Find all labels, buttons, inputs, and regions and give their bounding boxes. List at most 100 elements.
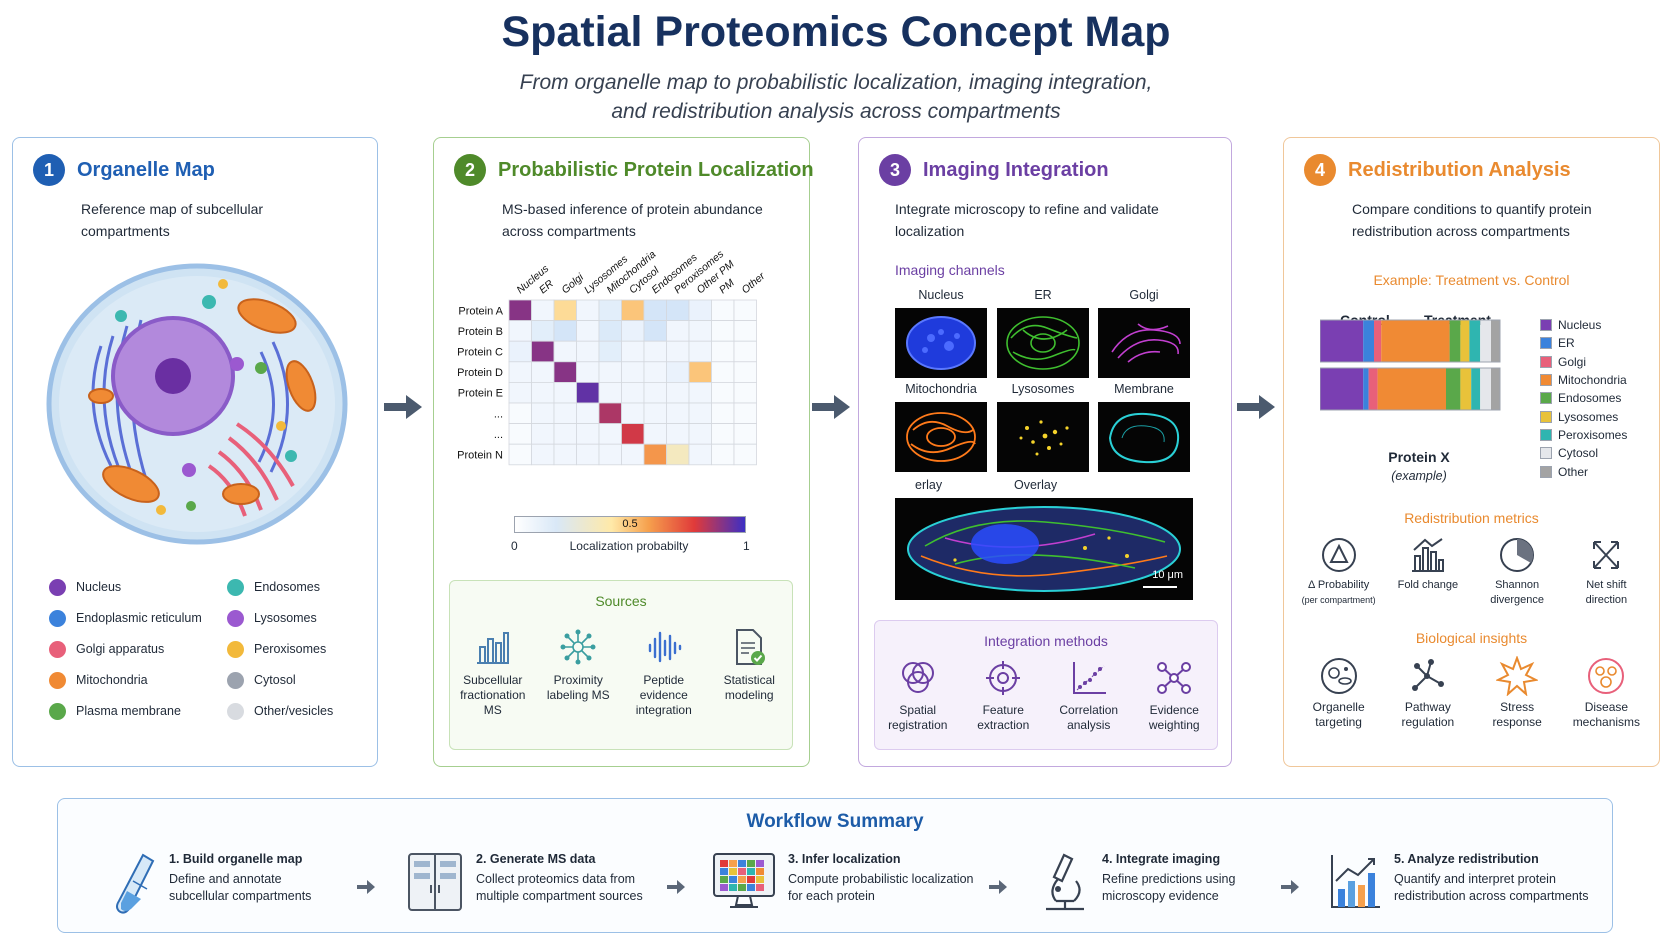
- heatmap-cell: [688, 443, 712, 466]
- bar-segment: [1491, 320, 1500, 362]
- protein-label: Protein X: [1388, 449, 1450, 465]
- heatmap-cell: [576, 402, 600, 425]
- panel-probabilistic-localization: 2 Probabilistic Protein Localization MS-…: [433, 137, 814, 767]
- step-line-2: redistribution across compartments: [1394, 889, 1589, 903]
- heatmap-cell: [643, 402, 667, 425]
- panel-title: Organelle Map: [77, 158, 215, 181]
- heatmap-cell: [733, 443, 757, 466]
- heatmap-cell: [598, 423, 622, 445]
- golgi-channel-image: [1098, 308, 1190, 378]
- bar-segment: [1480, 320, 1491, 362]
- label-line-1: Organelle: [1312, 700, 1365, 714]
- step-text: 4. Integrate imaging Refine predictions …: [1102, 851, 1235, 905]
- label-line-1: Correlation: [1059, 703, 1119, 717]
- heatmap-cell: [508, 299, 532, 322]
- bar-segment: [1320, 320, 1364, 362]
- heatmap-cell: [621, 361, 645, 383]
- legend-item: Mitochondria: [1540, 371, 1627, 389]
- heatmap-cell: [531, 320, 555, 342]
- legend-swatch: [1540, 374, 1552, 387]
- step-title: 3. Infer localization: [788, 852, 901, 866]
- legend-item: Peroxisomes: [227, 640, 369, 658]
- legend-dot: [227, 702, 244, 720]
- workflow-arrow-icon: [1281, 880, 1299, 894]
- legend-label: Golgi: [1558, 354, 1587, 369]
- workflow-summary: Workflow Summary 1. Build organelle map …: [57, 798, 1613, 933]
- stress-icon: [1496, 656, 1539, 696]
- legend-swatch: [1540, 428, 1552, 441]
- workflow-title: Workflow Summary: [746, 811, 924, 832]
- legend-swatch: [1540, 447, 1552, 460]
- heatmap-cell: [666, 443, 690, 466]
- legend-dot: [49, 640, 66, 658]
- label-line-2: direction: [1585, 594, 1628, 606]
- label-line-1: Shannon: [1495, 579, 1540, 591]
- step-title: 1. Build organelle map: [169, 852, 303, 866]
- heatmap-cell: [643, 443, 667, 466]
- integration-methods-box: Integration methods Spatial registration…: [874, 620, 1218, 750]
- test-tube-icon: [116, 853, 155, 914]
- panel-description: Reference map of subcellular compartment…: [81, 198, 371, 242]
- panel-title: Imaging Integration: [923, 158, 1109, 181]
- scale-bar-label: 10 μm: [1152, 569, 1183, 581]
- legend-dot: [49, 578, 66, 596]
- heatmap-cell: [598, 320, 622, 342]
- heatmap-cell: [621, 340, 645, 363]
- legend-item: Cytosol: [1540, 444, 1627, 462]
- heatmap-cell: [666, 320, 690, 342]
- heatmap-cell: [598, 381, 622, 404]
- metrics-title: Redistribution metrics: [1404, 510, 1539, 526]
- crosshair-icon: [986, 661, 1021, 695]
- label-line-2: (per compartment): [1301, 595, 1376, 605]
- heatmap-cell: [531, 361, 555, 383]
- bar-segment: [1449, 320, 1461, 362]
- integration-methods-title: Integration methods: [984, 633, 1108, 649]
- heatmap-cell: [576, 299, 600, 322]
- method-feature-extraction: Feature extraction: [961, 659, 1045, 733]
- label-line-1: Peptide: [643, 673, 685, 687]
- heatmap-cell: [621, 443, 645, 466]
- label-line-1: Pathway: [1404, 700, 1451, 714]
- heatmap-cell: [531, 443, 555, 466]
- legend-swatch: [1540, 337, 1552, 350]
- heatmap-cell: [508, 402, 532, 425]
- label-line-2: mechanisms: [1572, 715, 1641, 729]
- freezer-icon: [408, 853, 462, 911]
- heatmap-cell: [553, 320, 577, 342]
- bar-outline: [1320, 319, 1501, 363]
- heatmap-cell: [621, 381, 645, 404]
- label-line-1: Net shift: [1586, 579, 1627, 591]
- legend-swatch: [1540, 410, 1552, 423]
- panel-imaging-integration: 3 Imaging Integration Integrate microsco…: [858, 137, 1232, 767]
- scatter-icon: [1072, 662, 1106, 694]
- heatmap-cell: [576, 423, 600, 445]
- bar-segment: [1368, 368, 1378, 410]
- legend-dot: [49, 702, 66, 720]
- insight-disease-mechanisms: Disease mechanisms: [1565, 656, 1647, 730]
- desc-line-2: localization: [895, 223, 965, 239]
- channel-label: Nucleus: [918, 288, 964, 302]
- bar-segment: [1446, 368, 1461, 410]
- subtitle-line-2: and redistribution analysis across compa…: [611, 100, 1061, 123]
- heatmap-row-label: Protein A: [458, 305, 503, 317]
- legend-label: Mitochondria: [1558, 373, 1627, 388]
- label-line-2: response: [1492, 715, 1542, 729]
- bar-segment: [1471, 368, 1481, 410]
- legend-item: Endosomes: [227, 578, 369, 596]
- heatmap-cell: [688, 402, 712, 425]
- overlay-image: 10 μm: [895, 498, 1193, 600]
- legend-dot: [49, 671, 66, 689]
- heatmap-cell: [688, 320, 712, 342]
- heatmap-cell: [711, 299, 735, 322]
- heatmap-row-label: Protein B: [458, 326, 503, 338]
- desc-line-2: compartments: [81, 223, 170, 239]
- step-line-1: Refine predictions using: [1102, 872, 1236, 886]
- heatmap-cell: [711, 381, 735, 404]
- legend-item: Endosomes: [1540, 389, 1627, 407]
- panel-header: 4 Redistribution Analysis: [1304, 154, 1571, 186]
- page-subtitle: From organelle map to probabilistic loca…: [0, 68, 1672, 126]
- spectrum-icon: [648, 631, 681, 663]
- heatmap-cell: [621, 320, 645, 342]
- source-peptide-evidence: Peptide evidence integration: [622, 627, 706, 718]
